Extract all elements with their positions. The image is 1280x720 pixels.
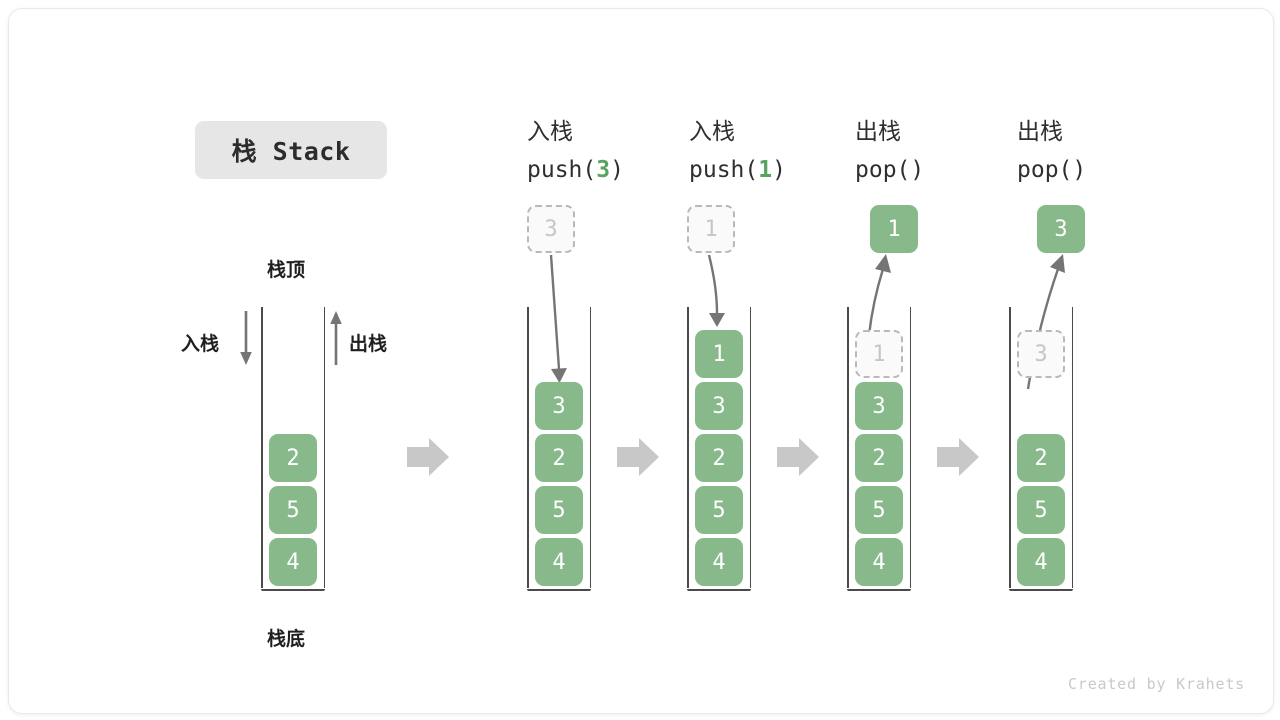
step-call-suffix: ) (910, 157, 925, 183)
stack-cell: 4 (695, 538, 743, 586)
stack-cell: 5 (855, 486, 903, 534)
floating-ghost-box-1: 1 (687, 205, 735, 253)
step-call-suffix: ) (772, 157, 786, 183)
pop-label: 出栈 (349, 333, 388, 355)
stack-wall-left (261, 307, 263, 588)
step-header-line1: 入栈 (527, 119, 573, 145)
stack-cell: 5 (1017, 486, 1065, 534)
title-label: 栈 Stack (231, 137, 351, 166)
popped-box-3: 3 (1037, 205, 1085, 253)
step-header-line1: 入栈 (689, 119, 735, 145)
stack-cell: 2 (695, 434, 743, 482)
step-call-prefix: push( (689, 157, 759, 183)
step-header-line2: push(1) (689, 151, 889, 189)
stack-cell: 2 (269, 434, 317, 482)
step-call-prefix: pop( (1017, 157, 1073, 183)
stack-wall-left (1009, 307, 1011, 588)
stack-cell: 4 (269, 538, 317, 586)
step-header-line2: pop() (1017, 151, 1217, 189)
stack-cell: 2 (1017, 434, 1065, 482)
stack-floor (1009, 589, 1073, 591)
stack-bottom-label: 栈底 (267, 628, 306, 650)
step-call-prefix: push( (527, 157, 597, 183)
stack-cell: 5 (269, 486, 317, 534)
stack-floor (261, 589, 325, 591)
step-call-prefix: pop( (855, 157, 911, 183)
step-call-suffix: ) (610, 157, 624, 183)
step-header-push-1: 入栈 push(1) (689, 113, 889, 189)
stack-floor (847, 589, 911, 591)
stack-cell: 3 (1017, 330, 1065, 378)
step-header-line1: 出栈 (1017, 119, 1063, 145)
stack-cell: 1 (695, 330, 743, 378)
stack-cell: 5 (535, 486, 583, 534)
stack-wall-left (527, 307, 529, 588)
stack-cell-empty (1017, 382, 1065, 430)
stack-cell: 3 (855, 382, 903, 430)
push-down-arrow-icon (240, 311, 252, 365)
stack-cell: 4 (1017, 538, 1065, 586)
stack-wall-right (909, 307, 911, 588)
stack-cell: 4 (535, 538, 583, 586)
step-header-pop-3: 出栈 pop() (1017, 113, 1217, 189)
step-header-pop-1: 出栈 pop() (855, 113, 1055, 189)
step-call-value: 1 (758, 157, 773, 183)
stack-wall-left (847, 307, 849, 588)
stack-top-label: 栈顶 (267, 259, 306, 281)
stack-wall-left (687, 307, 689, 588)
stack-wall-right (323, 307, 325, 588)
stack-wall-right (589, 307, 591, 588)
step-header-push-3: 入栈 push(3) (527, 113, 727, 189)
push-curve-arrow-icon-2 (707, 254, 725, 327)
stack-wall-right (749, 307, 751, 588)
flow-arrow-icon-2 (617, 438, 659, 476)
floating-ghost-box-3: 3 (527, 205, 575, 253)
title-chip: 栈 Stack (195, 121, 387, 179)
step-header-line1: 出栈 (855, 119, 901, 145)
stack-floor (527, 589, 591, 591)
stack-cell: 1 (855, 330, 903, 378)
pop-curve-arrow-icon-1 (867, 254, 891, 336)
step-header-line2: push(3) (527, 151, 727, 189)
flow-arrow-icon-1 (407, 438, 449, 476)
stack-wall-right (1071, 307, 1073, 588)
stack-cell: 3 (535, 382, 583, 430)
stack-floor (687, 589, 751, 591)
credit-footer: Created by Krahets (1068, 675, 1245, 693)
flow-arrow-icon-4 (937, 438, 979, 476)
stack-cell: 2 (535, 434, 583, 482)
flow-arrow-icon-3 (777, 438, 819, 476)
stack-cell: 4 (855, 538, 903, 586)
stack-cell: 2 (855, 434, 903, 482)
stack-cell: 5 (695, 486, 743, 534)
step-call-suffix: ) (1072, 157, 1087, 183)
push-curve-arrow-icon-1 (549, 254, 567, 383)
step-header-line2: pop() (855, 151, 1055, 189)
popped-box-1: 1 (870, 205, 918, 253)
push-label: 入栈 (181, 333, 220, 355)
step-call-value: 3 (596, 157, 611, 183)
stack-cell: 3 (695, 382, 743, 430)
pop-up-arrow-icon (330, 311, 342, 365)
